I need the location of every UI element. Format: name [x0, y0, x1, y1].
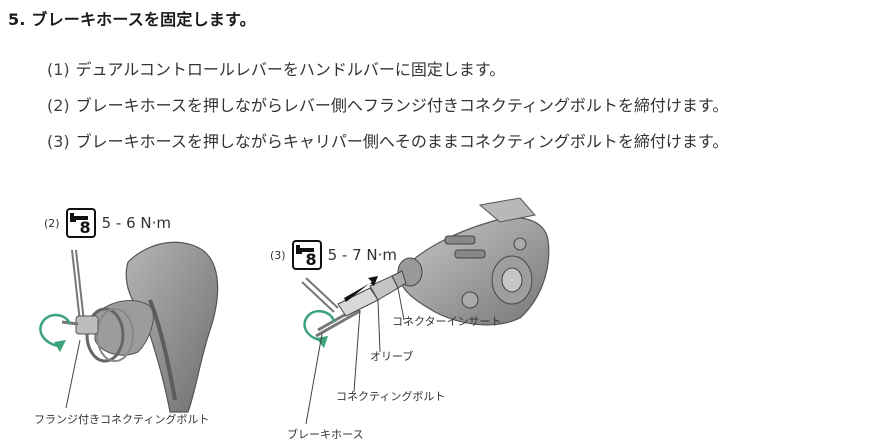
wrench-glyph [295, 245, 314, 254]
step-2: (2) ブレーキホースを押しながらレバー側へフランジ付きコネクティングボルトを締付… [47, 94, 728, 130]
label-connector-insert: コネクターインサート [392, 315, 502, 328]
step-number: (1) [47, 60, 70, 79]
step-1: (1) デュアルコントロールレバーをハンドルバーに固定します。 [47, 58, 728, 94]
label-flange-bolt: フランジ付きコネクティングボルト [34, 413, 210, 426]
label-brake-hose: ブレーキホース [287, 428, 364, 441]
section-heading: 5. ブレーキホースを固定します。 [8, 10, 256, 29]
wrench-glyph [69, 213, 88, 222]
step-3: (3) ブレーキホースを押しながらキャリパー側へそのままコネクティングボルトを締付… [47, 130, 728, 166]
torque-callout-lever: (2) 8 5 - 6 N·m [44, 208, 171, 238]
hex-size: 8 [305, 250, 317, 269]
step-number: (3) [47, 132, 70, 151]
step-number: (2) [47, 96, 70, 115]
hose-assembly-drawing [301, 270, 407, 425]
hex-wrench-icon: 8 [65, 208, 96, 238]
torque-value: 5 - 6 N·m [101, 214, 171, 232]
step-text: ブレーキホースを押しながらレバー側へフランジ付きコネクティングボルトを締付けます… [75, 96, 729, 115]
step-text: ブレーキホースを押しながらキャリパー側へそのままコネクティングボルトを締付けます… [75, 132, 729, 151]
step-list: (1) デュアルコントロールレバーをハンドルバーに固定します。 (2) ブレーキホー… [47, 58, 728, 166]
torque-index: (3) [270, 248, 286, 262]
caliper-drawing [397, 197, 550, 326]
torque-index: (2) [44, 216, 60, 230]
dual-control-lever-drawing [39, 241, 219, 413]
label-connecting-bolt: コネクティングボルト [336, 390, 446, 403]
torque-callout-caliper: (3) 8 5 - 7 N·m [270, 240, 397, 270]
step-text: デュアルコントロールレバーをハンドルバーに固定します。 [75, 60, 506, 79]
label-olive: オリーブ [370, 350, 414, 363]
hex-wrench-icon: 8 [291, 240, 322, 270]
torque-value: 5 - 7 N·m [327, 246, 397, 264]
hex-size: 8 [79, 218, 91, 237]
